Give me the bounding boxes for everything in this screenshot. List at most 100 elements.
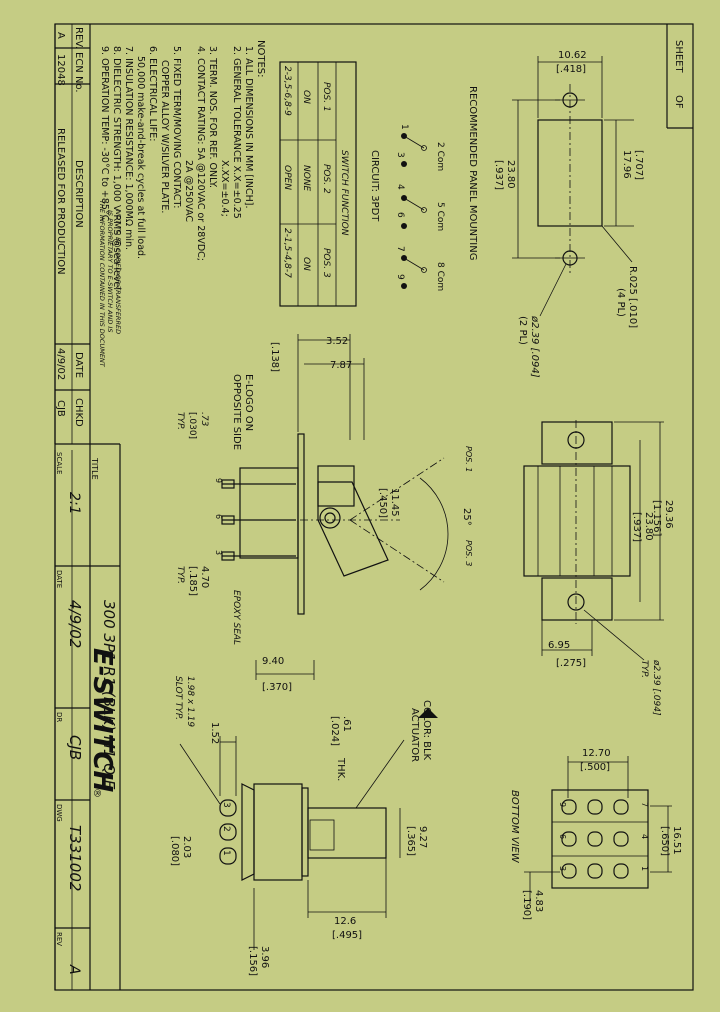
slot-label-2: SLOT TYP. xyxy=(173,676,183,720)
dim-text: 12.6 xyxy=(334,916,356,927)
term-num: 1 xyxy=(221,850,231,856)
rev-header: REV. xyxy=(73,27,84,49)
terminal-num: 3 xyxy=(395,152,405,158)
bottom-view-label: BOTTOM VIEW xyxy=(509,790,520,864)
notes-heading: NOTES: xyxy=(255,40,266,78)
terminal-num: 4 xyxy=(395,184,405,190)
front-view: 3 2 1 COLOR: BLK ACTUATOR .61 [.024] THK… xyxy=(169,676,438,976)
pos1-state: ON xyxy=(301,90,311,104)
dim-text: [.937] xyxy=(493,160,504,190)
dim-text: R.025 [.010] xyxy=(627,266,638,328)
com-label-8: 8 Com xyxy=(435,262,445,291)
com-label-5: 5 Com xyxy=(435,202,445,231)
term-num: 6 xyxy=(214,514,223,519)
brand-text: E-SWITCH xyxy=(87,648,117,792)
term-num: 3 xyxy=(214,550,223,555)
dwg-label: DWG xyxy=(55,804,63,822)
dim-text: [.190] xyxy=(521,890,532,920)
proprietary-line-2: IS PROPRIETARY TO E-SWITCH AND IS xyxy=(106,210,114,332)
dim-text: [.495] xyxy=(332,930,362,941)
triangle-marker xyxy=(418,708,438,718)
description-cell: RELEASED FOR PRODUCTION xyxy=(55,128,66,275)
pos3-header: POS. 3 xyxy=(321,248,331,278)
note-line: 9. OPERATION TEMP: -30°C to +85°C xyxy=(99,46,110,222)
body-outline xyxy=(523,465,631,577)
dim-text: [.418] xyxy=(556,64,586,75)
circuit-diagram: CIRCUIT: 3PDT 2 Com 5 Com 8 Com 1 3 4 6 … xyxy=(369,124,445,291)
date-label: DATE xyxy=(55,570,63,588)
epoxy-label: EPOXY SEAL xyxy=(231,590,241,645)
bottom-view: 7 4 1 9 6 3 BOTTOM VIEW 12.70 [.500] 16.… xyxy=(509,748,682,920)
note-line: 50,000 make-and-break cycles at full loa… xyxy=(135,56,146,259)
dim-text: 4.83 xyxy=(533,890,544,912)
note-line: 2. GENERAL TOLERANCE X.X=±0.25 xyxy=(231,46,242,219)
switch-body xyxy=(239,467,299,559)
side-view: 9 6 3 3.52 [.138] 7.87 11.45 [.450] E-LO… xyxy=(175,334,473,693)
bottom-terminals xyxy=(561,799,629,879)
typ-label: TYP. xyxy=(639,660,649,678)
dim-text: 6.95 xyxy=(548,640,570,651)
dim-text: 4.70 xyxy=(199,566,210,588)
note-line: 6. ELECTRICAL LIFE: xyxy=(147,46,158,141)
scale-value: 2:1 xyxy=(66,492,82,515)
mounting-plate xyxy=(297,433,305,615)
dim-text: ø2.39 [.094] xyxy=(651,659,661,716)
pos2-state: NONE xyxy=(301,165,311,192)
chkd-cell: CJB xyxy=(55,400,66,417)
dim-text: TYP. xyxy=(175,566,185,584)
rev-value: A xyxy=(66,964,82,975)
pos2-connect: OPEN xyxy=(282,165,292,190)
logo-note-2: OPPOSITE SIDE xyxy=(231,374,242,450)
pos3-connect: 2-1,5-4,8-7 xyxy=(282,228,292,278)
com-label-2: 2 Com xyxy=(435,142,445,171)
drawing-title: 300 3P1 R1 (BLK) M1 Q E xyxy=(100,600,118,790)
description-header: DESCRIPTION xyxy=(73,160,84,228)
dim-text: [.138] xyxy=(269,342,280,372)
note-line: 8. DIELECTRIC STRENGTH: 1,000 V RMS @sea… xyxy=(111,46,122,290)
dim-text: 16.51 xyxy=(671,826,682,855)
dim-text: .61 xyxy=(341,716,352,732)
color-label-2: ACTUATOR xyxy=(409,708,420,762)
date-cell: 4/9/02 xyxy=(55,348,66,380)
pos3-label: POS. 3 xyxy=(464,540,473,566)
note-line: X.XX=±0.4; xyxy=(219,160,230,217)
slot-label-1: 1.98 x 1.19 xyxy=(185,676,195,727)
bottom-outline xyxy=(551,789,649,889)
dim-text: 3.52 xyxy=(326,336,348,347)
panel-mount-title: RECOMMENDED PANEL MOUNTING xyxy=(467,86,478,260)
term-num: 4 xyxy=(640,834,649,839)
logo-note-1: E-LOGO ON xyxy=(243,374,254,431)
registered-mark: ® xyxy=(91,788,102,798)
ecn-header: ECN No. xyxy=(73,52,84,93)
dim-text: 9.27 xyxy=(417,826,428,848)
term-num: 3 xyxy=(558,866,567,871)
note-line: 3. TERM. NOS. FOR REF. ONLY. xyxy=(207,46,218,188)
dim-text: 10.62 xyxy=(558,50,587,61)
scale-label: SCALE xyxy=(55,452,63,474)
dwg-value: T331002 xyxy=(66,825,84,891)
panel-mounting-view: RECOMMENDED PANEL MOUNTING 10.62 [.418] … xyxy=(467,50,644,378)
of-label: OF xyxy=(673,95,684,109)
pos1-label: POS. 1 xyxy=(464,446,473,472)
angle-label: 25° xyxy=(461,508,472,526)
note-line: 5. FIXED TERM/MOVING CONTACT: xyxy=(171,46,182,209)
dim-text: 23.80 xyxy=(505,160,516,189)
dim-text: 3.96 xyxy=(259,946,270,968)
pos1-connect: 2-3,5-6,8-9 xyxy=(282,66,292,116)
note-line: 4. CONTACT RATING: 5A @120VAC or 28VDC; xyxy=(195,46,206,261)
proprietary-line-1: THE INFORMATION CONTAINED IN THIS DOCUME… xyxy=(98,200,106,368)
dim-text: [.275] xyxy=(556,658,586,669)
term-num: 6 xyxy=(558,834,567,839)
switch-function-title: SWITCH FUNCTION xyxy=(339,150,349,236)
revision-table: REV. ECN No. DESCRIPTION DATE CHKD A 120… xyxy=(54,24,122,445)
dim-text: 23.80 xyxy=(643,512,654,541)
dim-text: [.080] xyxy=(169,836,180,866)
note-line: 7. INSULATION RESISTANCE: 1,000MΩ min. xyxy=(123,46,134,250)
dim-text: [.185] xyxy=(187,566,198,596)
note-line: 2A @250VAC xyxy=(183,160,194,222)
date-header: DATE xyxy=(73,352,84,378)
date-value: 4/9/02 xyxy=(66,600,84,648)
proprietary-line-3: NOT TO BE COPIED OR TRANSFERRED xyxy=(114,210,122,334)
pos1-header: POS. 1 xyxy=(321,82,331,112)
